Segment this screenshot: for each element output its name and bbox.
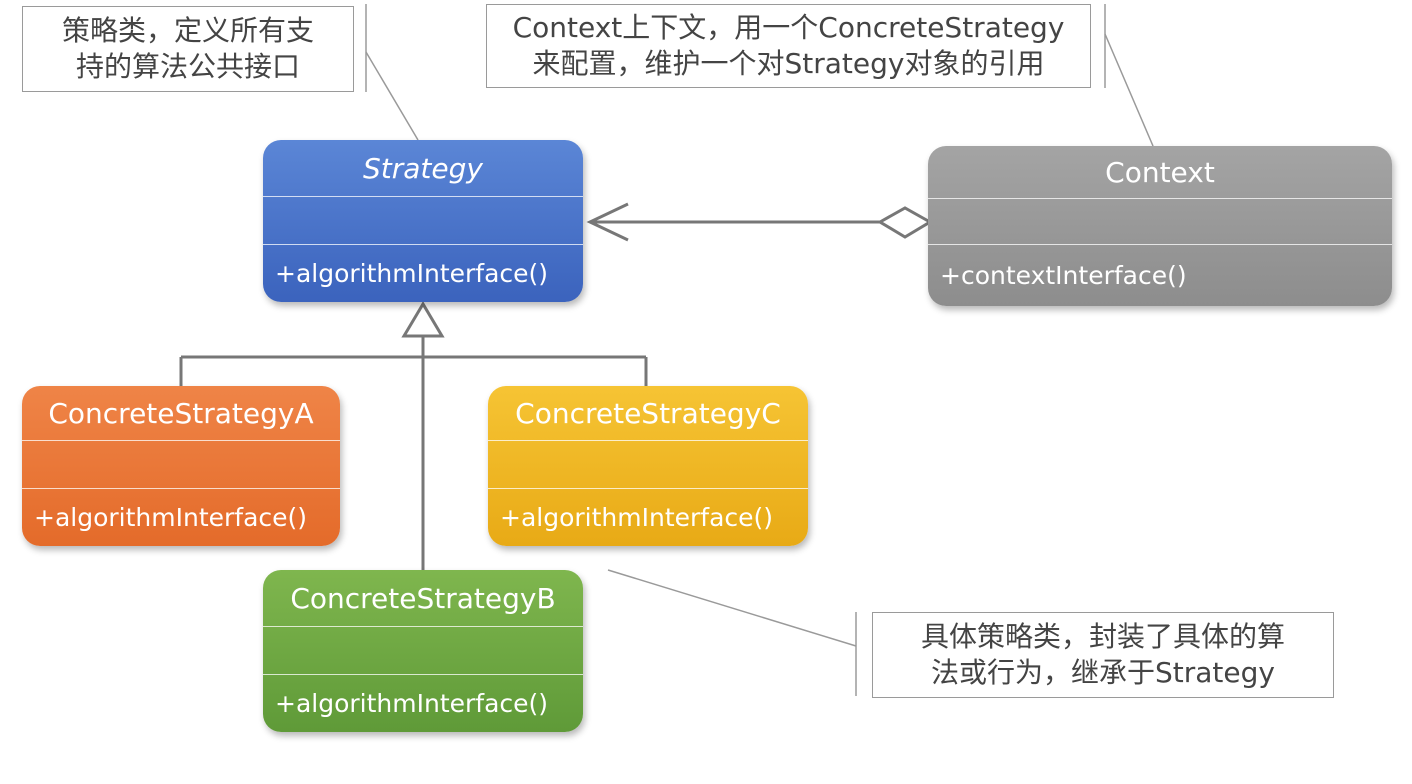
concrete-strategy-a-method: +algorithmInterface() <box>34 503 308 532</box>
aggregation-arrowhead <box>586 202 629 242</box>
concrete-strategy-c-divider-1 <box>488 440 808 441</box>
concrete-strategy-a-divider-1 <box>22 440 340 441</box>
concrete-note: 具体策略类，封装了具体的算 法或行为，继承于Strategy <box>872 612 1334 698</box>
inheritance-triangle <box>401 301 445 338</box>
concrete-strategy-c-name: ConcreteStrategyC <box>515 396 781 430</box>
concrete-strategy-b-class[interactable]: ConcreteStrategyB +algorithmInterface() <box>263 570 583 732</box>
context-note: Context上下文，用一个ConcreteStrategy 来配置，维护一个对… <box>486 4 1091 88</box>
context-class-name: Context <box>1105 155 1215 189</box>
strategy-note-callout <box>365 51 419 141</box>
strategy-divider-2 <box>263 244 583 245</box>
context-note-callout <box>1104 33 1154 147</box>
strategy-class-name: Strategy <box>363 151 483 185</box>
strategy-class[interactable]: Strategy +algorithmInterface() <box>263 140 583 302</box>
concrete-strategy-b-name: ConcreteStrategyB <box>290 581 556 615</box>
concrete-strategy-c-method: +algorithmInterface() <box>500 503 774 532</box>
context-method: +contextInterface() <box>940 261 1187 290</box>
concrete-strategy-c-class[interactable]: ConcreteStrategyC +algorithmInterface() <box>488 386 808 546</box>
concrete-strategy-a-class[interactable]: ConcreteStrategyA +algorithmInterface() <box>22 386 340 546</box>
context-divider-2 <box>928 244 1392 245</box>
concrete-note-callout <box>607 569 857 647</box>
context-note-text: Context上下文，用一个ConcreteStrategy 来配置，维护一个对… <box>512 11 1065 80</box>
concrete-strategy-a-name: ConcreteStrategyA <box>48 396 314 430</box>
context-divider-1 <box>928 198 1392 199</box>
strategy-divider-1 <box>263 196 583 197</box>
concrete-strategy-a-divider-2 <box>22 488 340 489</box>
aggregation-diamond <box>877 206 933 239</box>
context-class[interactable]: Context +contextInterface() <box>928 146 1392 306</box>
strategy-method: +algorithmInterface() <box>275 259 549 288</box>
strategy-note: 策略类，定义所有支 持的算法公共接口 <box>22 6 354 92</box>
concrete-strategy-b-method: +algorithmInterface() <box>275 689 549 718</box>
concrete-strategy-c-divider-2 <box>488 488 808 489</box>
concrete-note-text: 具体策略类，封装了具体的算 法或行为，继承于Strategy <box>920 620 1285 689</box>
concrete-strategy-b-divider-1 <box>263 626 583 627</box>
strategy-note-text: 策略类，定义所有支 持的算法公共接口 <box>61 14 314 83</box>
concrete-strategy-b-divider-2 <box>263 674 583 675</box>
